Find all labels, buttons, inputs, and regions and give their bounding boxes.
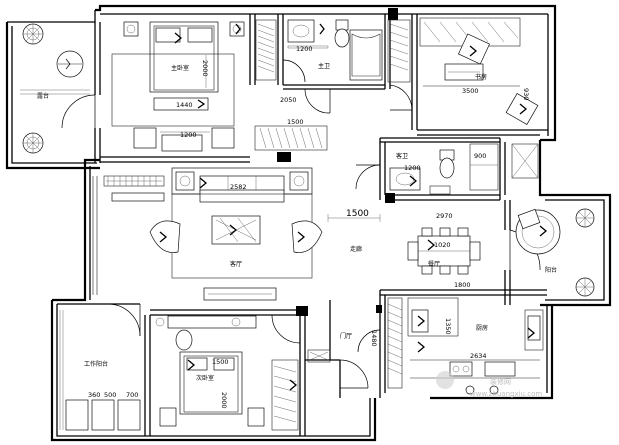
label-work-balcony: 工作阳台 [84,360,108,368]
exterior-walls [5,4,612,442]
kitchen [387,297,544,395]
dim-2582: 2582 [230,183,247,191]
dim-1480: 1480 [370,330,378,347]
interior-walls [57,14,548,436]
dim-930: 930 [522,88,530,100]
label-master-bath: 主卫 [318,62,330,70]
second-bedroom [155,315,299,431]
master-closet [254,19,411,151]
dimension-labels: 2000 1440 1200 1200 2050 1500 1500 1200 … [88,45,530,409]
dim-1800: 1800 [454,281,471,289]
label-balcony: 阳台 [545,266,557,274]
dim-1500-bedroom: 1500 [212,358,229,366]
dim-900: 900 [474,152,486,160]
label-living-room: 客厅 [230,260,242,268]
study [419,17,539,126]
watermark-brand: 装修网 [490,377,511,386]
dim-1350: 1350 [444,318,452,335]
view-markers [159,23,548,391]
living-room [103,167,323,301]
watermark: 装修网 www.zhuangxiu.com [436,371,542,398]
dim-2970: 2970 [436,212,453,220]
watermark-url: www.zhuangxiu.com [470,390,542,398]
label-terrace: 露台 [37,92,49,100]
dim-2000: 2000 [201,60,209,77]
dim-1200-master: 1200 [180,131,197,139]
dim-3500: 3500 [462,87,479,95]
dim-1500-corridor: 1500 [346,209,369,219]
label-master-bedroom: 主卧室 [171,64,189,72]
dim-500: 500 [104,391,116,399]
work-balcony [59,310,141,431]
dim-1200-guest: 1200 [404,164,421,172]
dim-2050: 2050 [280,96,297,104]
dim-1200-bath: 1200 [296,45,313,53]
label-kitchen: 厨房 [476,324,488,332]
dim-1440: 1440 [176,101,193,109]
label-dining: 餐厅 [428,260,440,268]
label-second-bedroom: 次卧室 [196,374,214,382]
balcony [515,208,595,297]
east-storage [511,143,539,179]
master-bath [287,19,383,81]
dim-1500-closet: 1500 [287,118,304,126]
dim-2000-bedroom: 2000 [220,392,228,409]
doors [61,59,541,389]
foyer [307,349,331,363]
label-study: 书房 [475,73,487,81]
dim-360: 360 [88,391,100,399]
label-guest-bath: 客卫 [396,152,408,160]
dim-2634: 2634 [470,352,487,360]
dining [407,227,481,275]
dim-700: 700 [126,391,138,399]
structural-columns [277,8,398,316]
room-labels: 主卧室 主卫 书房 露台 客卫 走廊 餐厅 阳台 客厅 厨房 门厅 次卧室 工作… [37,62,557,382]
dim-1020: 1020 [434,241,451,249]
master-bedroom [111,21,245,152]
corridor-dimension [327,214,381,222]
label-foyer: 门厅 [340,332,352,340]
label-corridor: 走廊 [350,245,362,253]
terrace [20,23,90,154]
